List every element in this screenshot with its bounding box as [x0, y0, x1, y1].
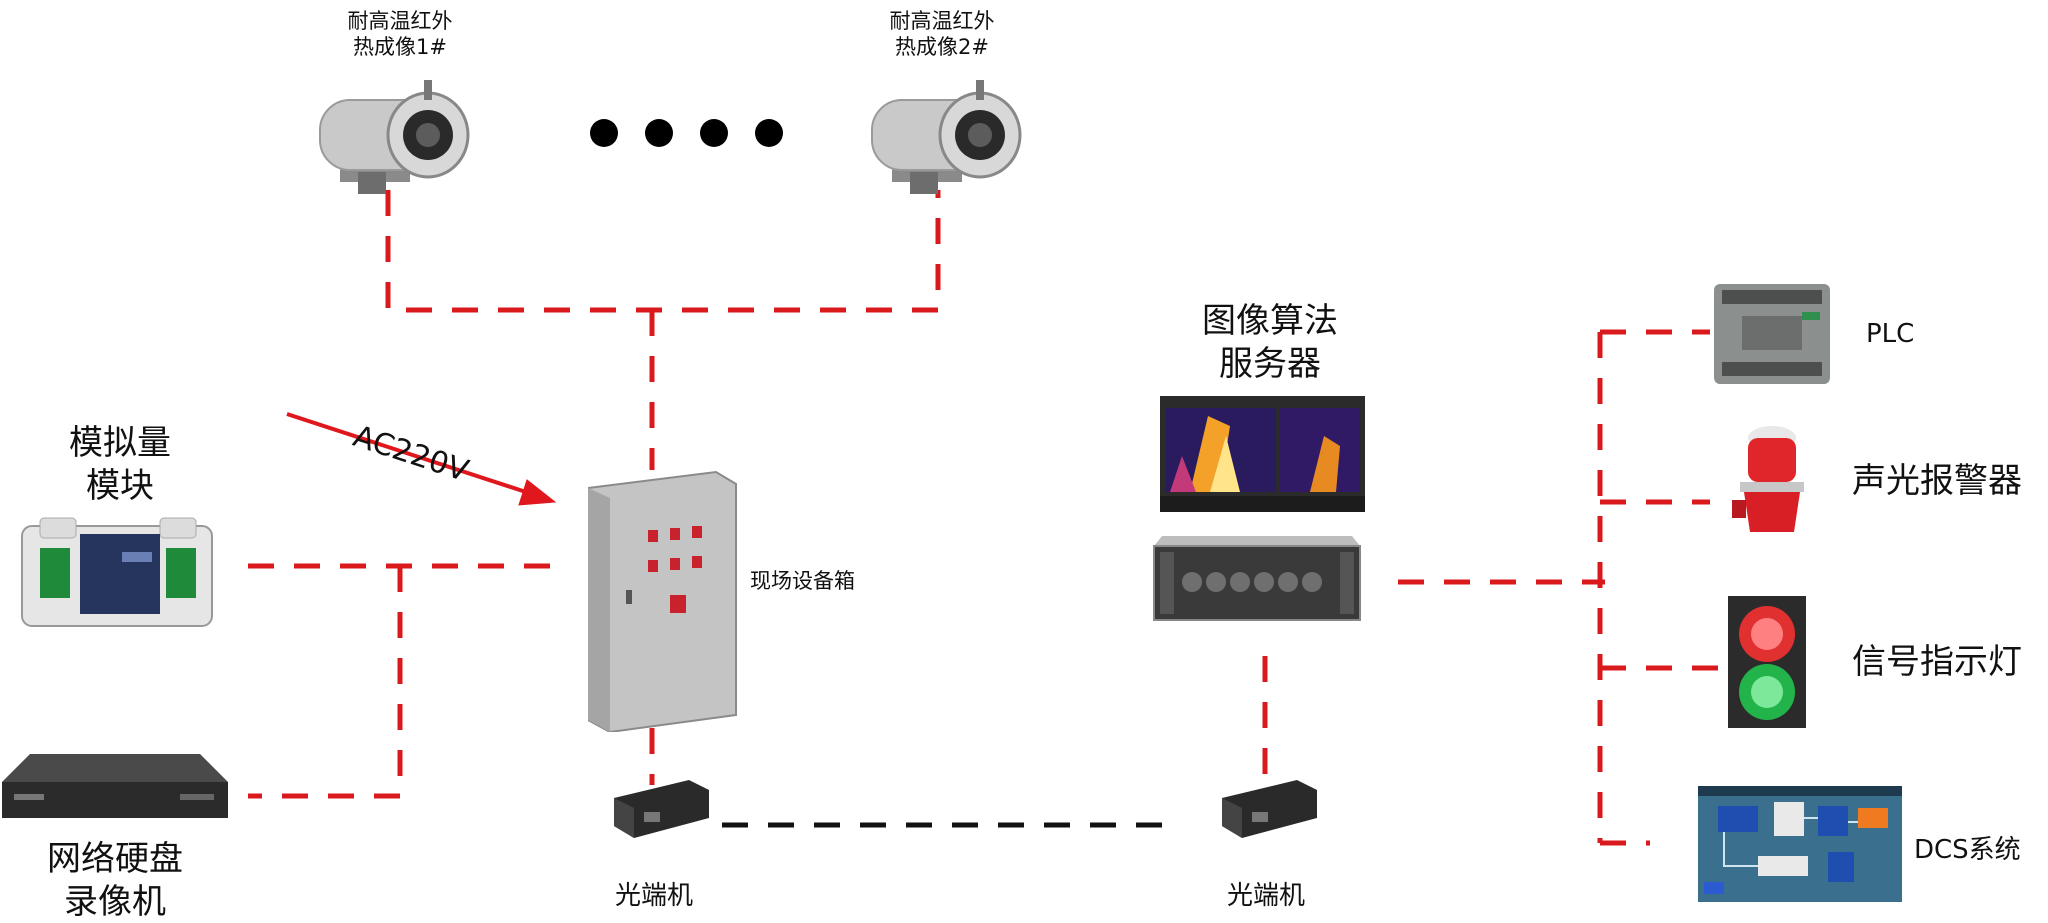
fiber-transceiver-left [614, 780, 709, 838]
camera-2-label: 耐高温红外热成像2# [889, 9, 995, 60]
camera-1-label: 耐高温红外热成像1# [347, 9, 453, 60]
rack-server-device [1153, 536, 1361, 621]
field-equipment-box [588, 470, 737, 732]
plc-device [1714, 284, 1830, 384]
camera-bus-line [385, 190, 941, 313]
dcs-screen [1698, 786, 1902, 902]
thermal-camera-1 [319, 80, 470, 194]
nvr-branch-line [248, 566, 403, 799]
ellipsis-dots [590, 119, 783, 147]
server-label: 图像算法服务器 [1202, 301, 1338, 384]
fiber-transceiver-right [1222, 780, 1317, 838]
analog-module-device [21, 517, 213, 627]
field-box-label: 现场设备箱 [750, 569, 855, 593]
nvr-device [2, 754, 228, 818]
sound-light-alarm-device [1732, 426, 1804, 532]
power-arrow [286, 412, 557, 506]
signal-light-label: 信号指示灯 [1852, 642, 2022, 682]
server-monitor-screen [1160, 396, 1365, 512]
fiber-right-label: 光端机 [1226, 881, 1305, 911]
thermal-camera-2 [871, 80, 1022, 194]
plc-label: PLC [1866, 319, 1915, 349]
nvr-label: 网络硬盘录像机 [47, 839, 183, 922]
signal-light-device [1728, 596, 1806, 728]
alarm-label: 声光报警器 [1852, 461, 2022, 501]
dcs-label: DCS系统 [1914, 835, 2021, 865]
fiber-left-label: 光端机 [614, 881, 693, 911]
analog-module-label: 模拟量模块 [69, 423, 171, 506]
